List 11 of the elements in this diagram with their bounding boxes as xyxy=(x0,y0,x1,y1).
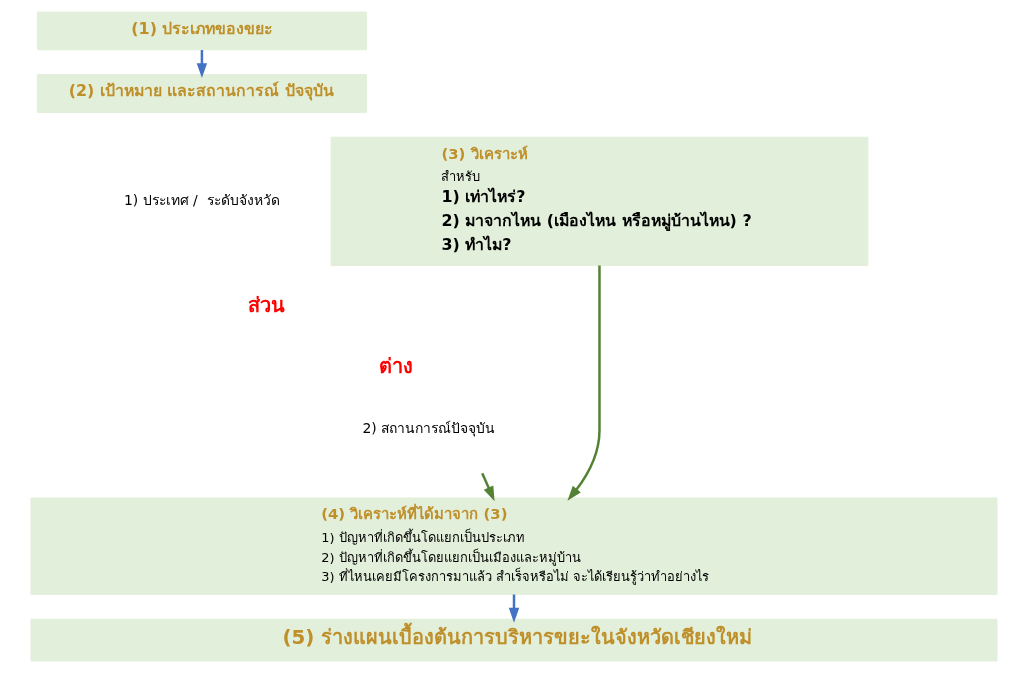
label: 2) สถานการณ์ปัจจุบัน xyxy=(361,420,495,437)
label: ต่าง xyxy=(378,354,413,378)
label: 1) ประเทศ / ระดับจังหวัด xyxy=(123,192,280,209)
node-box: (1) ประเภทของขยะ xyxy=(36,11,367,51)
node-box: (4) วิเคราะห์ที่ได้มาจาก (3) 1) ปัญหาที่เกิดขึ้นโดแยกเป็นประเภท 2) ปัญหาที่เกิดขึ้นโดยแยกเป็นเมืองและหมู่บ้าน 3) ที่ไหนเคยมีโครงการมาแล้ว สำเร็จหรือไม่ จะได้เรียนรู้ว่าทำอย่างไร xyxy=(30,497,997,595)
label: ส่วน xyxy=(247,294,285,318)
arrow xyxy=(480,472,495,502)
node-box: (3) วิเคราะห์ สำหรับ 1) เท่าไหร่? 2) มาจากไหน (เมืองไหน หรือหมู่บ้านไหน) ? 3) ทำไม? xyxy=(330,136,868,266)
node-box: (5) ร่างแผนเบื้องต้นการบริหารขยะในจังหวัดเชียงใหม่ xyxy=(30,618,997,662)
arrow xyxy=(566,265,601,501)
node-box: (2) เป้าหมาย และสถานการณ์ ปัจจุบัน xyxy=(36,74,367,113)
